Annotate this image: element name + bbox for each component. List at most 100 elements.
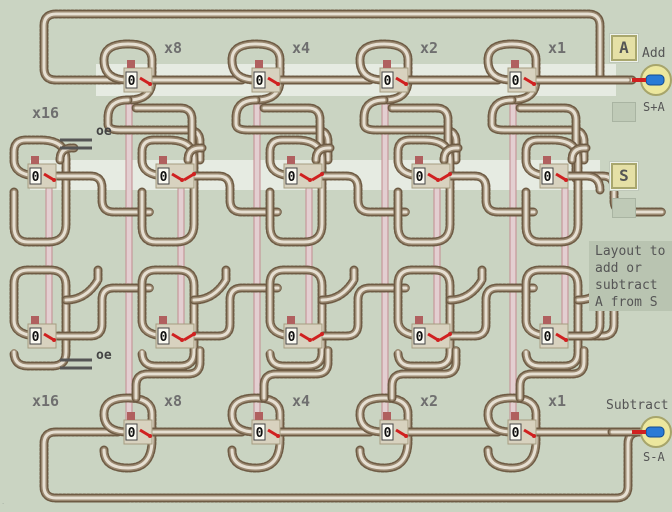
counter-digit: 0 <box>384 426 392 441</box>
label-x16-bottom: x16 <box>32 392 60 410</box>
mid-loop-b-2 <box>265 265 327 371</box>
mid-loop-a-2 <box>265 135 327 247</box>
counter-digit: 0 <box>288 170 296 185</box>
station-sub <box>632 416 672 448</box>
right-mid <box>555 171 605 195</box>
multiplier-label-top-x4: x4 <box>292 39 311 57</box>
top-switch-2[interactable]: 0 <box>379 60 409 93</box>
counter-digit: 0 <box>384 74 392 89</box>
mid-switch-a-3[interactable]: 0 <box>411 156 452 189</box>
mid-link-b-1 <box>173 283 283 341</box>
counter-digit: 0 <box>160 170 168 185</box>
mid-switch-b-4[interactable]: 0 <box>539 316 569 349</box>
register-s-slot[interactable] <box>612 198 636 218</box>
oe-terminal-bottom <box>60 358 92 370</box>
multiplier-label-bottom-x8: x8 <box>164 392 183 410</box>
top-drop2-1 <box>259 103 325 185</box>
bottom-switch-1[interactable]: 0 <box>251 412 281 445</box>
top-drop-1 <box>231 95 333 165</box>
mid-switch-a-0[interactable]: 0 <box>27 156 57 189</box>
mid-switch-b-3[interactable]: 0 <box>411 316 452 349</box>
oe-label-top: oe <box>96 124 112 139</box>
mid-link-a-0 <box>45 171 155 217</box>
mid-cross-b-2 <box>317 265 359 305</box>
mid-stub-a-1 <box>183 143 207 165</box>
mid-switch-b-2[interactable]: 0 <box>283 316 324 349</box>
top-switch-0[interactable]: 0 <box>123 60 153 93</box>
bottom-switch-0[interactable]: 0 <box>123 412 153 445</box>
station-add <box>632 64 672 96</box>
rails <box>9 9 667 503</box>
counter-digit: 0 <box>512 426 520 441</box>
mid-loop-b-1 <box>137 265 199 371</box>
mid-link-a-3 <box>429 171 539 217</box>
top-drop-2 <box>359 95 461 165</box>
mid-loop-a-4 <box>521 135 583 247</box>
outer-loop-top <box>39 9 605 85</box>
oe-terminal-top <box>60 138 92 150</box>
top-drop-0 <box>103 95 205 165</box>
bottom-switch-2[interactable]: 0 <box>379 412 409 445</box>
mid-loop-a-1 <box>137 135 199 247</box>
bottom-rise-0 <box>131 345 205 403</box>
counter-digit: 0 <box>256 426 264 441</box>
mid-link-b-3 <box>429 283 539 341</box>
register-a[interactable]: A <box>611 35 637 61</box>
bottom-loop-3 <box>483 393 541 473</box>
credit-mark: · <box>2 500 5 508</box>
mid-loop-a-0 <box>9 135 71 247</box>
mid-loop-b-4 <box>521 265 583 371</box>
counter-digit: 0 <box>544 170 552 185</box>
mid-loop-b-3 <box>393 265 455 371</box>
bottom-loop-1 <box>227 393 285 473</box>
multiplier-label-top-x2: x2 <box>420 39 439 57</box>
mid-switch-a-2[interactable]: 0 <box>283 156 324 189</box>
oe-label-bottom: oe <box>96 348 112 363</box>
bottom-loop-0 <box>99 393 157 473</box>
mid-link-b-2 <box>301 283 411 341</box>
mid-switch-b-1[interactable]: 0 <box>155 316 196 349</box>
counter-digit: 0 <box>32 170 40 185</box>
layout-note: Layout to add or subtract A from S <box>589 241 672 311</box>
counter-digit: 0 <box>32 330 40 345</box>
mid-stub-a-4 <box>567 143 591 165</box>
mid-switch-b-0[interactable]: 0 <box>27 316 57 349</box>
mid-cross-b-1 <box>189 265 231 305</box>
outer-loop-bottom <box>39 427 645 503</box>
mid-cross-b-0 <box>61 265 103 305</box>
mid-loop-a-3 <box>393 135 455 247</box>
counter-digit: 0 <box>416 330 424 345</box>
top-switch-1[interactable]: 0 <box>251 60 281 93</box>
mid-stub-a-2 <box>311 143 335 165</box>
multiplier-label-top-x1: x1 <box>548 39 567 57</box>
bottom-rise-3 <box>515 345 589 403</box>
top-drop2-3 <box>515 103 581 185</box>
top-drop2-2 <box>387 103 453 185</box>
mid-switch-a-4[interactable]: 0 <box>539 156 569 189</box>
counter-digit: 0 <box>288 330 296 345</box>
multiplier-label-bottom-x4: x4 <box>292 392 311 410</box>
register-s[interactable]: S <box>611 163 637 189</box>
mid-link-a-1 <box>173 171 283 217</box>
bottom-rise-1 <box>259 345 333 403</box>
multiplier-label-bottom-x2: x2 <box>420 392 439 410</box>
mid-link-b-0 <box>45 283 155 341</box>
bottom-switch-3[interactable]: 0 <box>507 412 537 445</box>
station-sub-label: Subtract <box>606 398 669 413</box>
station-add-label: Add <box>642 46 666 61</box>
register-a-slot[interactable] <box>612 102 636 122</box>
mid-stub-a-3 <box>439 143 463 165</box>
station-add-sublabel: S+A <box>643 100 665 114</box>
top-drop2-0 <box>131 103 197 185</box>
right-rise <box>555 285 605 341</box>
mid-switch-a-1[interactable]: 0 <box>155 156 196 189</box>
counter-digit: 0 <box>544 330 552 345</box>
mid-cross-b-3 <box>445 265 487 305</box>
mid-link-a-2 <box>301 171 411 217</box>
counter-digit: 0 <box>256 74 264 89</box>
top-switch-3[interactable]: 0 <box>507 60 537 93</box>
counter-digit: 0 <box>128 74 136 89</box>
multiplier-label-bottom-x1: x1 <box>548 392 567 410</box>
counter-digit: 0 <box>416 170 424 185</box>
